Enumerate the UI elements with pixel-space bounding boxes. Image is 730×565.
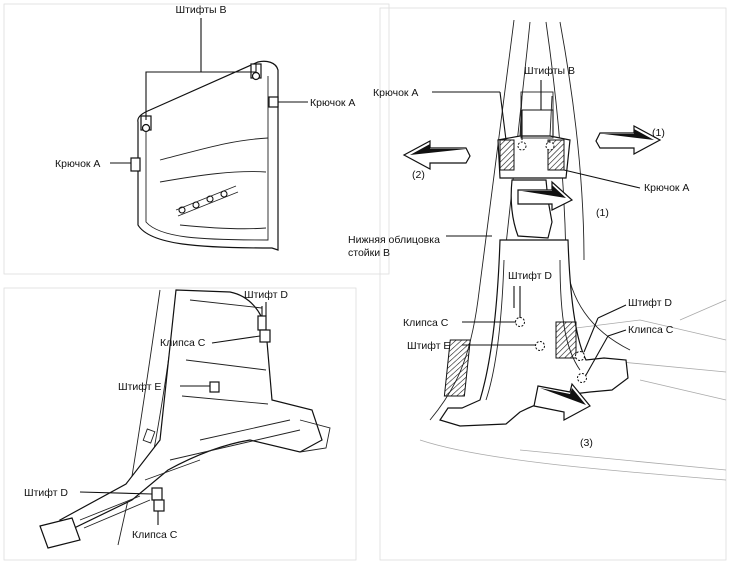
pin-d-upper-icon xyxy=(257,306,267,331)
lower-trim-label-line1: Нижняя облицовка xyxy=(348,234,440,246)
clip-c-label-right: Клипса C xyxy=(628,324,674,336)
hook-a-label-right: Крючок A xyxy=(310,97,355,109)
pin-e-icon xyxy=(209,381,220,393)
pin-e-label: Штифт E xyxy=(118,381,161,393)
hook-a-label-right-bottom: Крючок A xyxy=(644,182,689,194)
pin-d-icon xyxy=(575,351,585,361)
hook-a-left-icon xyxy=(130,157,141,172)
pin-d-lower-icon xyxy=(151,487,163,501)
lower-trim-inside-panel xyxy=(3,287,357,561)
pin-d-label-mid: Штифт D xyxy=(508,270,552,282)
b-pillar-panel xyxy=(379,7,727,561)
lower-trim-label-line2: стойки B xyxy=(348,247,390,259)
pin-d-label-lower: Штифт D xyxy=(24,487,68,499)
hook-a-right-icon xyxy=(268,96,279,108)
pin-e-label-right: Штифт E xyxy=(407,340,450,352)
arrow-step-1-top-icon xyxy=(595,124,662,156)
hook-a-label-right-top: Крючок A xyxy=(373,87,418,99)
clip-c-label-upper: Клипса C xyxy=(160,337,206,349)
clip-c-lower-icon xyxy=(153,499,165,512)
hook-a-label-left: Крючок A xyxy=(55,158,100,170)
pins-b-label: Штифты B xyxy=(176,4,227,16)
clip-c-icon xyxy=(515,317,525,327)
clip-c-label-lower: Клипса C xyxy=(132,529,178,541)
hook-a-left-icon xyxy=(499,139,515,171)
pin-d-label-right: Штифт D xyxy=(628,297,672,309)
step-2-label: (2) xyxy=(412,169,425,181)
arrow-step-2-icon xyxy=(402,139,471,171)
pin-b-left-icon xyxy=(517,141,527,151)
upper-trim-panel xyxy=(3,3,390,275)
clip-c-right-icon xyxy=(577,373,587,383)
step-1-label-mid: (1) xyxy=(596,207,609,219)
pin-e-icon xyxy=(535,341,545,351)
clip-c-upper-icon xyxy=(259,329,271,343)
clip-c-label-mid: Клипса C xyxy=(403,317,449,329)
pins-b-label-right: Штифты B xyxy=(524,65,575,77)
step-1-label-top: (1) xyxy=(652,127,665,139)
pin-b-right-icon xyxy=(545,141,555,151)
step-3-label: (3) xyxy=(580,437,593,449)
pin-d-label-upper: Штифт D xyxy=(244,289,288,301)
